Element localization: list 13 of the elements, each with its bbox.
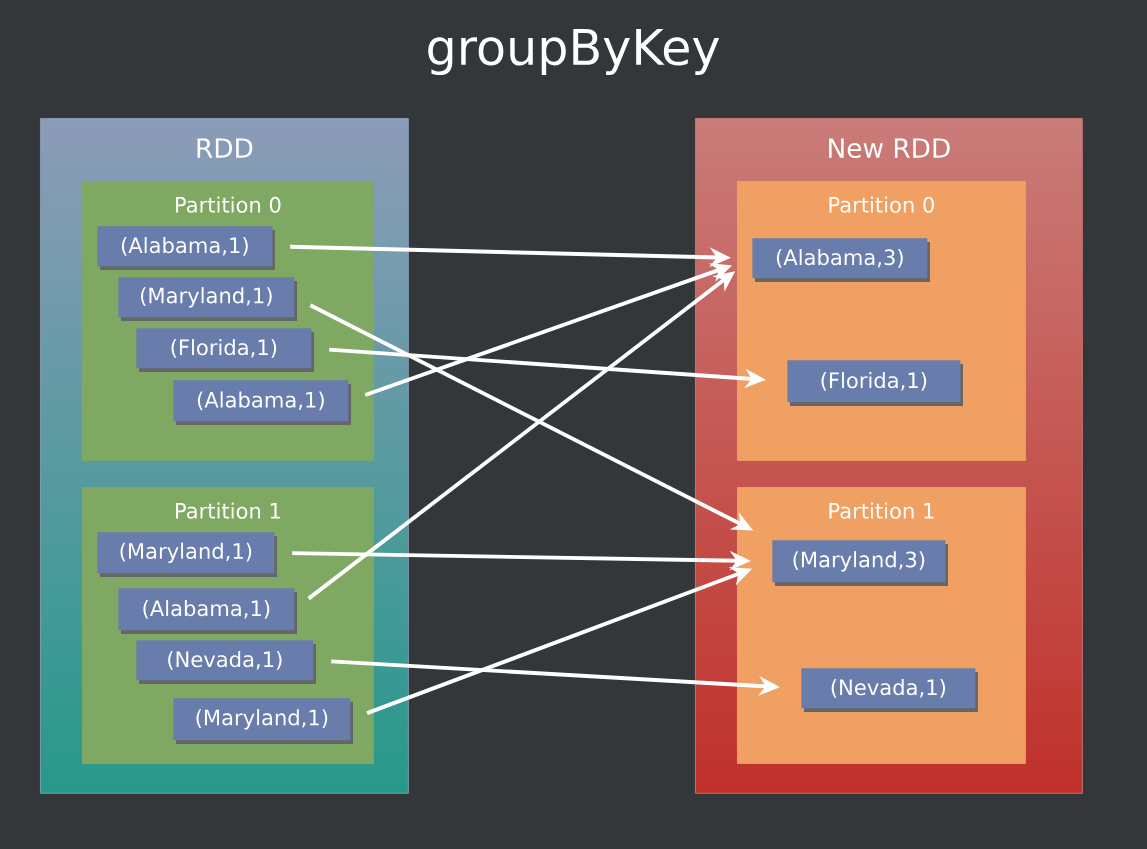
pair-box: (Maryland,1) bbox=[97, 532, 277, 577]
pair-box: (Alabama,1) bbox=[97, 226, 275, 270]
pair-box: (Florida,1) bbox=[787, 360, 963, 406]
title: groupByKey bbox=[428, 28, 720, 76]
pair-box: (Alabama,1) bbox=[173, 380, 351, 425]
pair-box: (Maryland,3) bbox=[772, 540, 948, 586]
pair-box: (Alabama,1) bbox=[118, 588, 297, 634]
pair-box: (Maryland,1) bbox=[118, 277, 297, 321]
pair-box: (Maryland,1) bbox=[173, 698, 353, 744]
pair-box: (Nevada,1) bbox=[801, 668, 978, 712]
pair-box: (Alabama,3) bbox=[752, 238, 930, 282]
pair-box: (Florida,1) bbox=[136, 328, 314, 372]
pair-box: (Nevada,1) bbox=[136, 640, 316, 684]
